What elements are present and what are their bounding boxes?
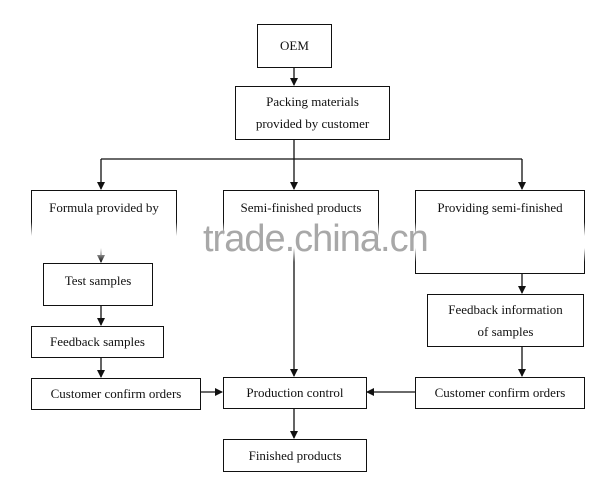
node-test-samples-label: Test samples (64, 273, 132, 288)
node-production-control: Production control (223, 377, 367, 409)
node-test-samples: Test samples (43, 263, 153, 306)
node-customer-confirm-orders-left: Customer confirm orders (31, 378, 201, 410)
node-providing-semi-label: Providing semi-finished (437, 200, 563, 215)
node-feedback-samples-label: Feedback samples (50, 334, 145, 349)
node-customer-confirm-left-label: Customer confirm orders (50, 386, 182, 401)
node-semi-finished-label: Semi-finished products (240, 200, 362, 215)
node-feedback-samples: Feedback samples (31, 326, 164, 358)
node-oem-label: OEM (280, 38, 309, 53)
node-packing-label-line1: Packing materials (266, 94, 359, 109)
node-production-control-label: Production control (246, 385, 344, 400)
node-formula-label: Formula provided by (49, 200, 159, 215)
watermark-fade-band (0, 222, 611, 262)
node-finished-products-label: Finished products (248, 447, 342, 463)
node-packing-materials: Packing materials provided by customer (235, 86, 390, 140)
node-feedback-information: Feedback information of samples (427, 294, 584, 347)
node-customer-confirm-right-label: Customer confirm orders (434, 385, 566, 400)
node-packing-label-line2: provided by customer (255, 116, 370, 131)
node-feedback-info-label-line1: Feedback information (448, 301, 563, 317)
node-oem: OEM (257, 24, 332, 68)
node-feedback-info-label-line2: of samples (477, 323, 534, 339)
node-finished-products: Finished products (223, 439, 367, 472)
node-customer-confirm-orders-right: Customer confirm orders (415, 377, 585, 409)
